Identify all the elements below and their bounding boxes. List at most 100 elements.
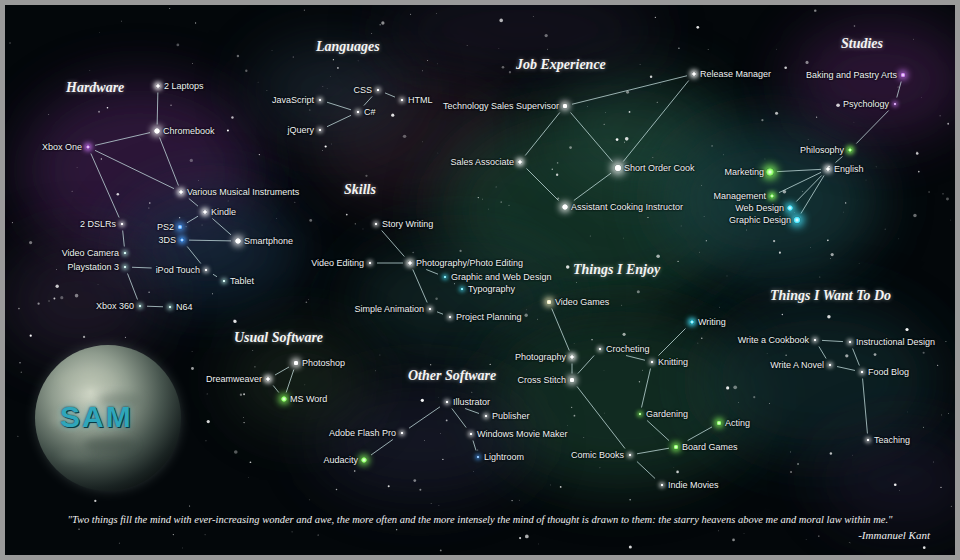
star-dot [901,73,906,78]
star-node: Various Musical Instruments [175,187,302,198]
star-node: 2 Laptops [152,81,207,92]
background-star [508,205,509,206]
star-dot [690,320,694,324]
star-label: Various Musical Instruments [187,187,299,198]
star-label: Adobe Flash Pro [329,428,396,439]
background-star [410,14,411,15]
star-dot [124,252,127,255]
background-star [711,145,712,146]
background-star [806,61,809,64]
background-star [125,337,126,338]
background-stars [9,8,951,551]
star-dot [401,99,404,102]
background-star [642,370,643,371]
star-dot [369,262,372,265]
star-node: Project Planning [444,312,525,323]
background-star [17,435,19,437]
background-star [117,193,120,196]
group-heading: Job Experience [516,57,606,73]
background-star [905,328,908,331]
star-dot [894,103,897,106]
constellation-line [836,157,843,163]
background-star [637,290,640,293]
background-star [257,81,259,83]
background-star [438,396,440,398]
background-star [797,463,798,464]
background-star [322,86,324,88]
background-star [29,241,32,244]
background-star [206,393,208,395]
star-label: Knitting [658,357,688,368]
background-star [355,223,356,224]
star-dot [717,421,722,426]
background-star [848,541,850,543]
background-star [191,351,193,353]
star-label: Food Blog [868,367,909,378]
background-star [923,426,925,428]
background-star [98,111,100,113]
background-star [182,547,184,549]
star-node: Chromebook [151,126,218,137]
star-node: Audacity [320,455,370,466]
background-star [120,20,122,22]
star-dot [826,167,830,171]
star-label: Graphic and Web Design [451,272,551,283]
star-node: C# [352,107,379,118]
background-star [830,452,832,454]
star-label: Acting [725,418,750,429]
constellation-line [187,247,201,264]
background-star [706,240,707,241]
background-star [656,101,658,103]
background-star [245,70,247,72]
background-star [918,171,920,173]
background-star [599,467,601,469]
star-label: CSS [353,85,372,96]
background-star [83,336,85,338]
background-star [391,114,394,117]
background-star [477,449,479,451]
constellation-line [637,448,669,454]
constellation-line [91,154,119,218]
star-dot [570,355,574,359]
background-star [478,197,479,198]
background-star [884,228,886,230]
background-star [240,393,242,395]
quote-caption: "Two things fill the mind with ever-incr… [20,513,940,526]
star-node: Story Writing [370,219,436,230]
star-dot [867,439,870,442]
star-dot [281,396,287,402]
star-node: Short Order Cook [612,163,698,174]
star-label: Technology Sales Supervisor [443,101,559,112]
constellation-line [413,270,427,303]
star-node: HTML [396,95,436,106]
star-label: Comic Books [571,450,624,461]
background-star [511,500,512,501]
background-star [945,340,947,342]
star-node: CSS [350,85,384,96]
star-dot [547,300,552,305]
background-star [247,477,249,479]
constellation-line [552,309,570,351]
background-star [354,470,356,472]
background-star [746,229,748,231]
background-star [48,114,50,116]
background-star [761,119,763,121]
background-star [656,254,660,258]
star-dot [787,205,793,211]
background-star [629,545,632,548]
background-star [680,225,682,227]
background-star [874,353,877,356]
background-star [827,315,830,318]
star-node: Photography [512,352,578,363]
background-star [330,76,332,78]
background-star [858,263,860,265]
star-node: Adobe Flash Pro [326,428,408,439]
star-node: Board Games [670,442,741,453]
background-star [192,63,194,65]
background-star [650,75,652,77]
star-dot [401,432,404,435]
star-dot [357,111,360,114]
background-star [831,253,834,256]
background-star [309,219,312,222]
